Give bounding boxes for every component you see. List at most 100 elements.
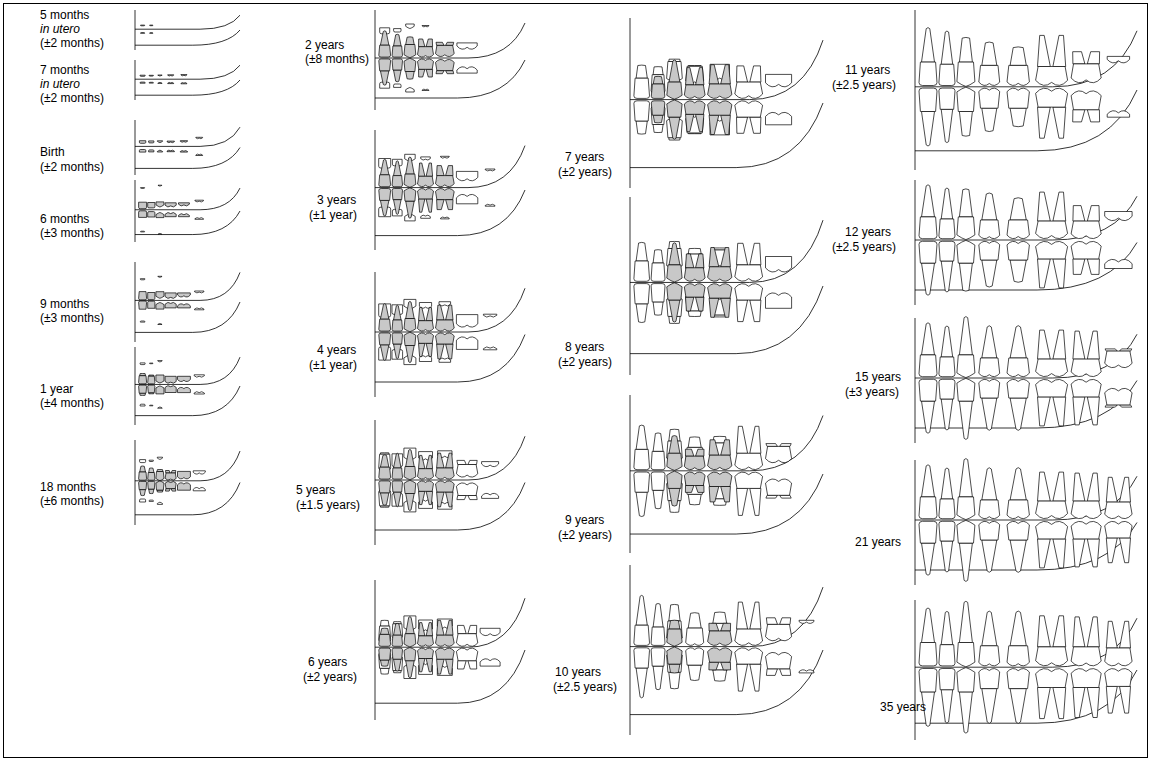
- tooth: [1071, 379, 1101, 425]
- tooth: [404, 301, 416, 331]
- tooth-root: [419, 307, 425, 320]
- tooth: [766, 444, 792, 463]
- tooth-crown: [149, 460, 153, 461]
- tooth-crown: [686, 628, 704, 645]
- tooth-crown: [404, 634, 416, 647]
- tooth: [939, 88, 955, 142]
- tooth-crown: [158, 82, 162, 83]
- tooth: [404, 480, 416, 510]
- tooth: [735, 284, 763, 322]
- tooth: [939, 521, 955, 572]
- tooth-crown: [157, 141, 162, 143]
- tooth-root: [1073, 539, 1085, 567]
- tooth-root: [737, 426, 748, 453]
- age-note: in utero: [40, 22, 80, 36]
- tooth-crown: [651, 101, 665, 115]
- tooth-root: [394, 659, 402, 671]
- tooth: [482, 493, 499, 498]
- midline: [135, 60, 136, 100]
- tooth-root: [380, 159, 389, 175]
- tooth-crown: [392, 333, 402, 344]
- tooth: [392, 623, 402, 646]
- figure-frame: [4, 4, 1148, 758]
- tooth-crown: [651, 84, 665, 98]
- tooth-root: [669, 620, 680, 629]
- tooth: [919, 28, 937, 86]
- tooth: [379, 455, 391, 479]
- tooth: [148, 212, 155, 217]
- tooth-crown: [634, 101, 650, 121]
- tooth: [195, 291, 205, 293]
- tooth-crown: [1007, 88, 1029, 108]
- tooth-crown: [392, 635, 402, 646]
- tooth-root: [696, 297, 704, 311]
- tooth: [939, 326, 955, 377]
- tooth-crown: [156, 386, 164, 394]
- tooth-root: [669, 488, 680, 506]
- tooth-crown: [180, 151, 187, 152]
- tooth-root: [959, 401, 972, 439]
- tooth-root: [737, 488, 748, 515]
- tooth-crown: [392, 648, 402, 659]
- tooth-crown: [406, 88, 415, 93]
- tooth: [735, 426, 763, 469]
- tooth-crown: [149, 141, 154, 143]
- tooth: [140, 75, 145, 76]
- tooth-crown: [148, 293, 155, 300]
- tooth-root: [380, 668, 389, 674]
- jaw-outline: [375, 23, 525, 58]
- tooth: [178, 483, 191, 490]
- tooth-root: [721, 662, 731, 670]
- tooth-root: [709, 298, 719, 317]
- tooth: [1105, 388, 1132, 407]
- jaw-outline: [375, 598, 525, 647]
- tooth: [939, 611, 955, 665]
- tooth: [483, 314, 496, 317]
- tooth-root: [721, 115, 731, 134]
- tooth-crown: [979, 500, 1000, 519]
- tooth-root: [380, 200, 389, 216]
- tooth-root: [406, 449, 415, 466]
- tooth-crown: [1105, 388, 1132, 405]
- age-label: 7 months: [40, 63, 89, 77]
- tooth: [436, 166, 455, 187]
- tooth-crown: [379, 189, 391, 201]
- tooth-crown: [1071, 221, 1101, 239]
- tooth-root: [1120, 477, 1131, 502]
- dentition-panel: [915, 10, 1137, 170]
- tooth-crown: [422, 89, 429, 90]
- tooth: [436, 481, 455, 507]
- tooth-crown: [148, 212, 155, 217]
- tooth-root: [669, 117, 680, 139]
- tooth-crown: [394, 29, 401, 32]
- tooth-root: [941, 326, 953, 357]
- tooth: [178, 376, 191, 381]
- tooth: [1071, 669, 1101, 718]
- tooth-crown: [1105, 259, 1132, 268]
- tooth: [139, 141, 145, 144]
- tooth: [634, 65, 650, 98]
- tooth-root: [1106, 538, 1117, 563]
- tooth-root: [737, 664, 748, 691]
- tooth: [710, 248, 730, 267]
- tooth-root: [653, 250, 663, 263]
- tooth: [148, 468, 155, 480]
- tooth-root: [1087, 331, 1099, 359]
- tooth: [156, 375, 164, 383]
- tooth-crown: [919, 88, 937, 111]
- tooth-crown: [436, 481, 455, 492]
- tooth-crown: [1036, 379, 1068, 396]
- tooth-crown: [379, 319, 391, 331]
- tooth-crown: [485, 204, 495, 206]
- tooth: [1071, 52, 1101, 83]
- tooth: [421, 157, 431, 160]
- tooth: [708, 248, 732, 282]
- tooth-root: [437, 659, 445, 674]
- tooth-crown: [766, 74, 792, 86]
- tooth-root: [780, 495, 792, 498]
- tooth-root: [941, 31, 953, 64]
- tooth: [149, 141, 154, 143]
- tooth: [1071, 473, 1101, 519]
- tooth-root: [380, 660, 389, 666]
- tooth: [157, 141, 162, 143]
